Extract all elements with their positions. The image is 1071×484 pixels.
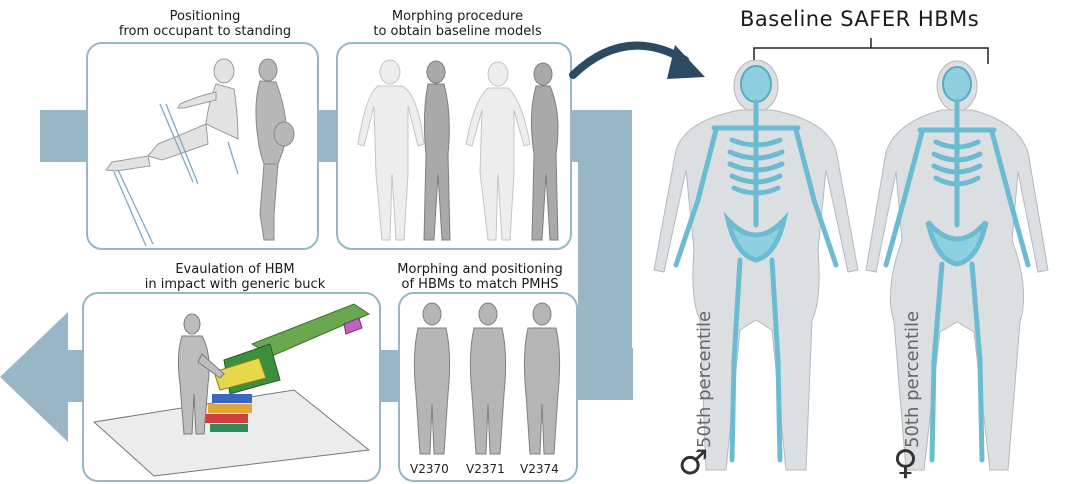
male-percentile-label: 50th percentile (694, 311, 715, 448)
positioning-illustration (88, 44, 317, 248)
pmhs-id-1: V2370 (410, 462, 449, 476)
evaluation-illustration (84, 294, 379, 480)
baseline-female-white (466, 62, 530, 240)
step-positioning-caption-line1: Positioning (95, 9, 315, 24)
step-pmhs-caption-line2: of HBMs to match PMHS (385, 277, 575, 292)
panel-pmhs: V2370 V2371 V2374 (398, 292, 578, 482)
baseline-male-white (358, 60, 424, 240)
female-hbm-illustration (842, 60, 1071, 480)
step-evaluation-caption-line2: in impact with generic buck (120, 277, 350, 292)
step-morphing-caption-line2: to obtain baseline models (345, 24, 570, 39)
female-symbol-icon: ♀ (893, 446, 918, 480)
baseline-title: Baseline SAFER HBMs (740, 7, 979, 31)
step-positioning-caption: Positioning from occupant to standing (95, 9, 315, 39)
pmhs-figure-2 (470, 303, 505, 454)
panel-morphing (336, 42, 572, 250)
panel-positioning (86, 42, 319, 250)
standing-figure (256, 59, 294, 240)
baseline-female-grey (531, 63, 558, 240)
pmhs-figure-1 (414, 303, 449, 454)
pmhs-figure-3 (524, 303, 559, 454)
pmhs-illustration (400, 294, 576, 480)
male-hbm-illustration (636, 60, 876, 480)
pmhs-id-3: V2374 (520, 462, 559, 476)
step-morphing-caption-line1: Morphing procedure (345, 9, 570, 24)
morphing-illustration (338, 44, 570, 248)
step-morphing-caption: Morphing procedure to obtain baseline mo… (345, 9, 570, 39)
step-evaluation-caption: Evaulation of HBM in impact with generic… (120, 262, 350, 292)
panel-evaluation (82, 292, 381, 482)
female-percentile-label: 50th percentile (902, 311, 923, 448)
step-positioning-caption-line2: from occupant to standing (95, 24, 315, 39)
step-pmhs-caption: Morphing and positioning of HBMs to matc… (385, 262, 575, 292)
seated-occupant-figure (106, 59, 238, 171)
step-pmhs-caption-line1: Morphing and positioning (385, 262, 575, 277)
flow-arrow-head-left (0, 312, 70, 442)
baseline-male-grey (424, 61, 450, 240)
flow-bar-right-connector (578, 348, 633, 400)
pmhs-id-2: V2371 (466, 462, 505, 476)
male-symbol-icon: ♂ (678, 446, 708, 480)
step-evaluation-caption-line1: Evaulation of HBM (120, 262, 350, 277)
